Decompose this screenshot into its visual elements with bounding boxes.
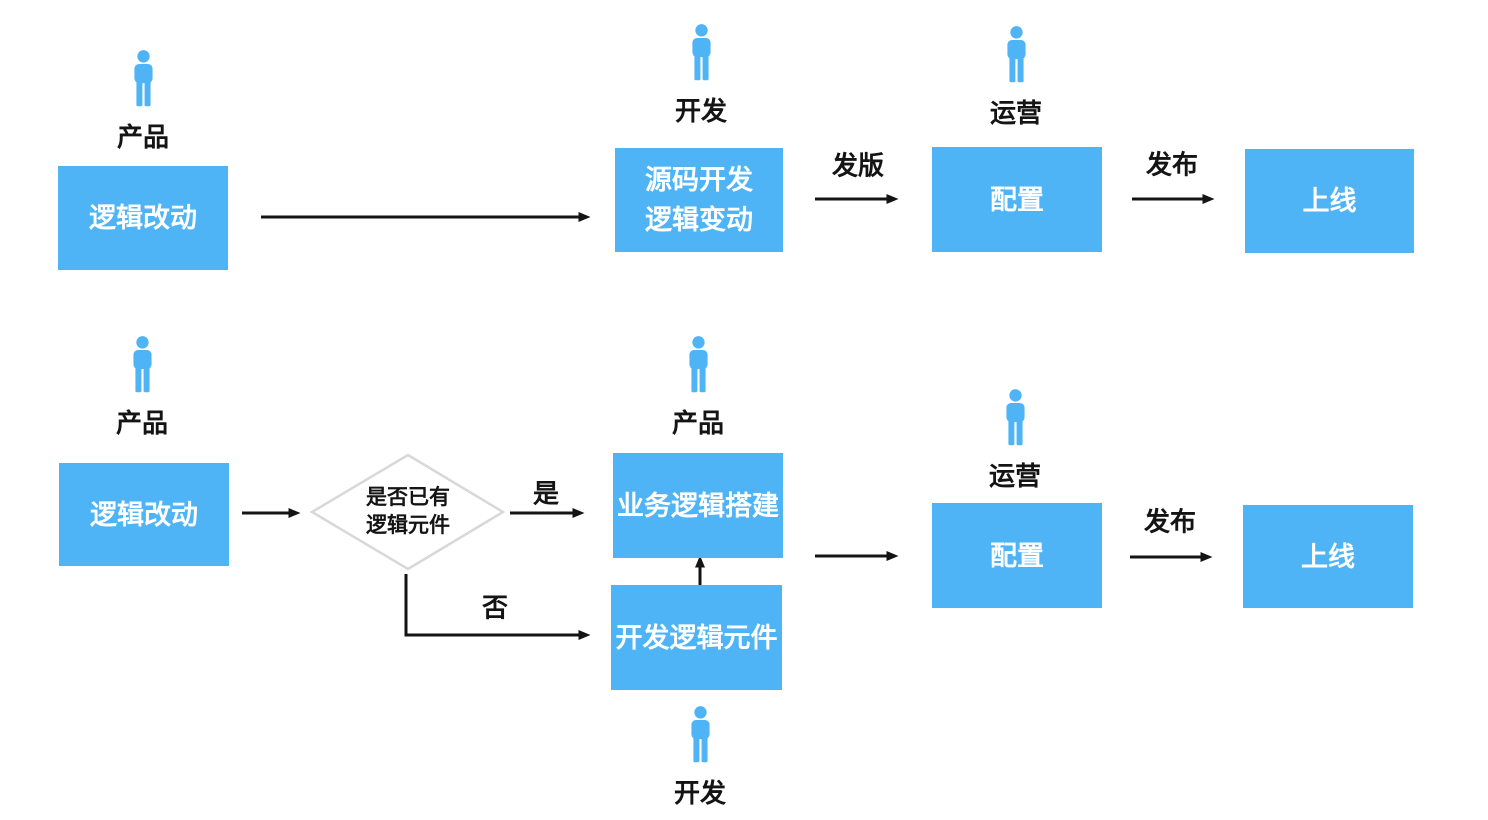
actor-dev-bottom: 开发 xyxy=(674,706,726,810)
node-label: 上线 xyxy=(1301,541,1355,572)
node-config-bottom: 配置 xyxy=(932,503,1102,608)
edge-label-publish-bottom: 发布 xyxy=(1143,506,1197,537)
person-icon xyxy=(1006,26,1026,83)
actor-product-bottom-mid: 产品 xyxy=(672,336,724,440)
actor-ops-bottom: 运营 xyxy=(989,389,1041,493)
decision-diamond xyxy=(309,453,506,571)
node-label: 逻辑改动 xyxy=(90,499,198,530)
actor-product-bottom-left: 产品 xyxy=(116,336,168,440)
node-label: 逻辑改动 xyxy=(89,203,197,233)
actor-ops-top: 运营 xyxy=(990,26,1042,130)
node-label: 配置 xyxy=(990,540,1044,571)
actor-dev-top: 开发 xyxy=(675,24,727,128)
decision-line1: 是否已有 xyxy=(366,486,450,509)
node-label-line1: 源码开发 xyxy=(645,165,753,195)
node-label: 开发逻辑元件 xyxy=(615,622,778,653)
edge-label-publish-top: 发布 xyxy=(1145,149,1199,180)
person-icon xyxy=(1005,389,1025,446)
decision-line2: 逻辑元件 xyxy=(366,514,450,537)
edge-label-release: 发版 xyxy=(831,150,885,181)
actor-label: 产品 xyxy=(115,408,169,438)
node-logic-change-top: 逻辑改动 xyxy=(58,166,228,270)
node-dev-component: 开发逻辑元件 xyxy=(611,585,782,690)
node-label-line2: 逻辑变动 xyxy=(645,205,753,235)
person-icon xyxy=(690,706,710,763)
edge-label-no: 否 xyxy=(481,592,509,623)
node-online-bottom: 上线 xyxy=(1243,505,1413,608)
node-label: 配置 xyxy=(990,184,1044,215)
node-label: 业务逻辑搭建 xyxy=(617,490,779,521)
node-build-logic: 业务逻辑搭建 xyxy=(613,453,783,558)
actor-label: 开发 xyxy=(673,778,727,808)
actor-label: 运营 xyxy=(989,98,1043,128)
person-icon xyxy=(133,50,153,107)
person-icon xyxy=(688,336,708,393)
edge-label-yes: 是 xyxy=(532,478,560,509)
arrow-no-branch xyxy=(404,574,591,640)
node-source-dev: 源码开发 逻辑变动 xyxy=(615,148,783,252)
node-online-top: 上线 xyxy=(1245,149,1414,253)
actor-label: 运营 xyxy=(988,461,1042,491)
actor-product-top: 产品 xyxy=(117,50,169,154)
actor-label: 产品 xyxy=(671,408,725,438)
node-label: 上线 xyxy=(1302,186,1357,216)
person-icon xyxy=(691,24,711,81)
person-icon xyxy=(132,336,152,393)
actor-label: 开发 xyxy=(674,96,728,126)
decision-text: 是否已有 逻辑元件 xyxy=(366,484,450,540)
actor-label: 产品 xyxy=(116,122,170,152)
node-config-top: 配置 xyxy=(932,147,1102,252)
node-logic-change-bottom: 逻辑改动 xyxy=(59,463,229,566)
